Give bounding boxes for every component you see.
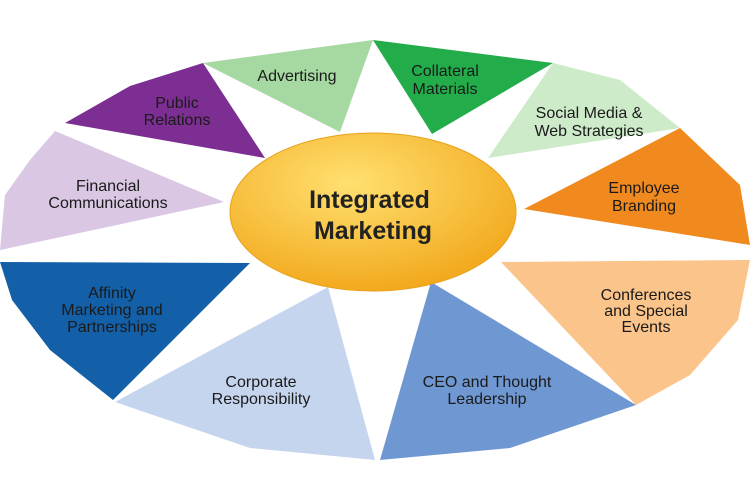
label-line: Web Strategies [534,123,643,140]
label-social-media: Social Media &Web Strategies [534,105,643,140]
label-line: Leadership [447,391,526,408]
center-label: Integrated Marketing [309,186,437,245]
center-ellipse [229,132,517,292]
label-line: Affinity [88,285,136,302]
label-line: Relations [144,112,211,129]
segment-conferences [501,260,750,405]
label-line: Financial [76,178,140,195]
label-line: Social Media & [536,105,643,122]
label-line: CEO and Thought [423,374,552,391]
center-label-line: Integrated [309,186,430,214]
label-line: Public [155,95,199,112]
segment-public-relations [65,63,265,158]
label-line: Marketing and [61,302,162,319]
label-line: Materials [413,81,478,98]
center-label-line: Marketing [314,217,432,245]
label-line: Corporate [225,374,296,391]
segment-social-media [488,63,680,158]
label-advertising: Advertising [257,68,336,85]
label-line: Collateral [411,63,479,80]
label-line: Conferences [601,287,692,304]
label-line: Advertising [257,68,336,85]
segment-corporate-responsibility [115,287,375,460]
label-line: Events [622,319,671,336]
segment-ceo-leadership [380,282,636,460]
label-line: Employee [608,180,679,197]
label-line: Responsibility [212,391,311,408]
segment-collateral-materials [373,40,553,134]
label-line: and Special [604,303,688,320]
label-line: Partnerships [67,319,157,336]
segment-financial-communications [0,131,224,250]
segments-layer [0,40,750,460]
label-line: Communications [48,195,167,212]
segment-affinity-marketing [0,262,250,400]
segment-employee-branding [524,128,750,245]
segment-advertising [203,40,373,132]
center-hub: Integrated Marketing [229,132,517,292]
label-line: Branding [612,198,676,215]
